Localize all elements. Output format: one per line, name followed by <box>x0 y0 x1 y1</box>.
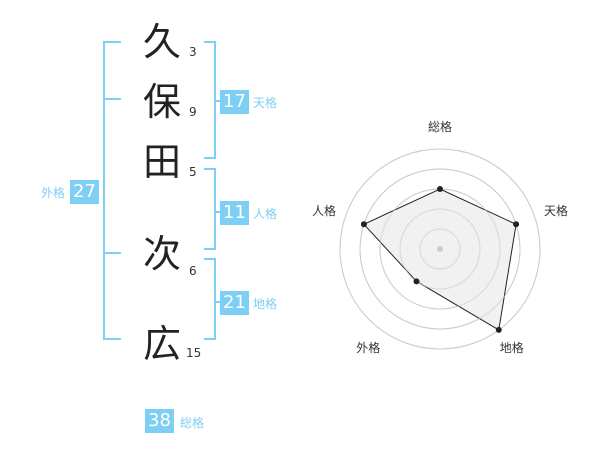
tenkaku-label: 天格 <box>253 96 278 110</box>
stroke-count-4: 6 <box>189 264 197 278</box>
jinkaku-bracket <box>204 168 216 250</box>
soukaku-label: 総格 <box>180 416 205 430</box>
gaikaku-value-badge: 27 <box>70 180 99 204</box>
chikaku-bracket-stub <box>214 301 222 303</box>
radar-center-dot <box>437 246 443 252</box>
chikaku-label: 地格 <box>253 297 278 311</box>
stroke-count-3: 5 <box>189 165 197 179</box>
jinkaku-value-badge: 11 <box>220 201 249 225</box>
stroke-count-2: 9 <box>189 105 197 119</box>
name-char-3: 田 <box>142 140 181 184</box>
radar-axis-label: 地格 <box>499 340 524 355</box>
gaikaku-bracket-tick-1 <box>103 98 121 100</box>
stroke-count-5: 15 <box>186 346 202 360</box>
radar-point-地格 <box>495 326 502 333</box>
radar-point-外格 <box>413 278 420 285</box>
radar-point-総格 <box>437 186 443 192</box>
name-char-2: 保 <box>142 80 181 124</box>
radar-ring-overlay-4 <box>359 168 521 330</box>
soukaku-value-badge: 38 <box>145 409 174 433</box>
stroke-count-1: 3 <box>189 45 197 59</box>
tenkaku-value-badge: 17 <box>220 90 249 114</box>
radar-point-天格 <box>513 221 520 228</box>
radar-ring-overlay-1 <box>419 228 461 270</box>
jinkaku-label: 人格 <box>253 207 278 221</box>
name-char-1: 久 <box>142 20 181 64</box>
jinkaku-bracket-stub <box>214 211 222 213</box>
radar-axis-label: 総格 <box>427 120 452 134</box>
gaikaku-bracket-tick-2 <box>103 252 121 254</box>
radar-axis-label: 天格 <box>544 204 569 219</box>
name-char-4: 次 <box>142 232 181 276</box>
radar-axis-label: 人格 <box>311 204 336 219</box>
tenkaku-bracket-stub <box>214 100 222 102</box>
radar-point-人格 <box>360 221 367 228</box>
name-char-5: 広 <box>142 322 181 366</box>
chikaku-value-badge: 21 <box>220 291 249 315</box>
radar-ring-overlay-2 <box>399 208 481 290</box>
radar-axis-label: 外格 <box>356 340 381 355</box>
chikaku-bracket <box>204 258 216 340</box>
radar-polygon <box>363 188 517 331</box>
radar-ring-overlay-5 <box>339 148 541 350</box>
gaikaku-bracket <box>103 41 121 340</box>
gaikaku-label: 外格 <box>41 186 66 200</box>
